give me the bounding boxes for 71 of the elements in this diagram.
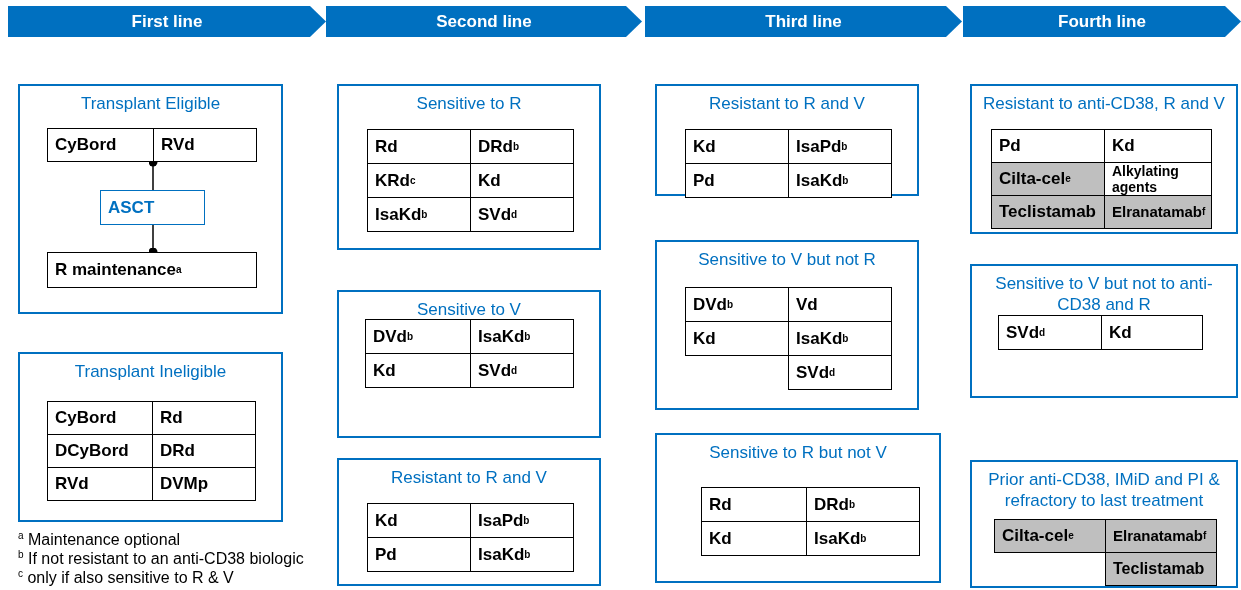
regimen-cell: Cilta-cel$^{e}$: [994, 519, 1106, 553]
regimen-cell: SVd$^{d}$: [788, 355, 892, 390]
panel-title: Sensitive to V: [416, 299, 522, 320]
footnote: $^{a}$ Maintenance optional: [18, 530, 181, 550]
footnote: $^{b}$ If not resistant to an anti-CD38 biologic: [18, 549, 304, 569]
regimen-cell: SVd$^{d}$: [998, 315, 1102, 350]
regimen-cell: SVd$^{d}$: [470, 353, 574, 388]
regimen-cell: SVd$^{d}$: [470, 197, 574, 232]
regimen-cell: Kd: [701, 521, 807, 556]
regimen-cell: IsaKd$^{b}$: [806, 521, 920, 556]
category-panel: [655, 433, 941, 583]
regimen-cell: Rd: [701, 487, 807, 522]
category-panel: [18, 84, 283, 314]
regimen-cell: DRd$^{b}$: [470, 129, 574, 164]
stage-header-banner: Third line: [645, 6, 962, 37]
category-panel: [970, 460, 1238, 588]
stage-header-banner: Fourth line: [963, 6, 1241, 37]
regimen-cell: Kd: [365, 353, 471, 388]
regimen-cell: Kd: [1104, 129, 1212, 163]
regimen-cell: Elranatamab$^{f}$: [1104, 195, 1212, 229]
category-panel: [655, 84, 919, 196]
footnote: $^{c}$ only if also sensitive to R & V: [18, 568, 234, 588]
regimen-cell: IsaKd$^{b}$: [367, 197, 471, 232]
stage-header-banner: First line: [8, 6, 326, 37]
regimen-cell: DVMp: [152, 467, 256, 501]
regimen-cell: Elranatamab$^{f}$: [1105, 519, 1217, 553]
regimen-cell: DVd$^{b}$: [685, 287, 789, 322]
regimen-cell: Pd: [991, 129, 1105, 163]
regimen-cell: R maintenance$^{a}$: [47, 252, 257, 288]
category-panel: [337, 290, 601, 438]
panel-title: Sensitive to V but not to anti-CD38 and R: [994, 273, 1214, 315]
procedure-box: ASCT: [100, 190, 205, 225]
regimen-cell: IsaPd$^{b}$: [788, 129, 892, 164]
category-panel: [337, 458, 601, 586]
regimen-cell: Pd: [367, 537, 471, 572]
regimen-cell: Kd: [685, 321, 789, 356]
regimen-cell: Cilta-cel$^{e}$: [991, 162, 1105, 196]
regimen-cell: Teclistamab: [991, 195, 1105, 229]
regimen-cell: Rd: [367, 129, 471, 164]
panel-title: Resistant to R and V: [390, 467, 548, 488]
regimen-cell: Teclistamab: [1105, 552, 1217, 586]
regimen-cell: IsaKd$^{b}$: [470, 319, 574, 354]
regimen-cell: Kd: [685, 129, 789, 164]
regimen-cell: DVd$^{b}$: [365, 319, 471, 354]
panel-title: Sensitive to V but not R: [697, 249, 877, 270]
panel-title: Sensitive to R: [415, 93, 523, 114]
panel-title: Prior anti-CD38, IMiD and PI & refractory to last treatment: [987, 469, 1221, 511]
regimen-cell: Vd: [788, 287, 892, 322]
regimen-cell: IsaKd$^{b}$: [470, 537, 574, 572]
regimen-cell: Kd: [367, 503, 471, 538]
category-panel: [18, 352, 283, 522]
regimen-cell: IsaKd$^{b}$: [788, 163, 892, 198]
panel-title: Resistant to R and V: [708, 93, 866, 114]
panel-title: Transplant Ineligible: [73, 361, 228, 382]
regimen-cell: RVd: [153, 128, 257, 162]
category-panel: [655, 240, 919, 410]
category-panel: [337, 84, 601, 250]
category-panel: [970, 264, 1238, 398]
regimen-cell: Rd: [152, 401, 256, 435]
regimen-cell: DRd$^{b}$: [806, 487, 920, 522]
regimen-cell: Pd: [685, 163, 789, 198]
panel-title: Resistant to anti-CD38, R and V: [982, 93, 1226, 114]
panel-title: Transplant Eligible: [79, 93, 222, 114]
regimen-cell: IsaPd$^{b}$: [470, 503, 574, 538]
category-panel: [970, 84, 1238, 234]
stage-header-banner: Second line: [326, 6, 642, 37]
regimen-cell: Kd: [1101, 315, 1203, 350]
panel-title: Sensitive to R but not V: [708, 442, 888, 463]
regimen-cell: CyBord: [47, 128, 154, 162]
regimen-cell: CyBord: [47, 401, 153, 435]
regimen-cell: RVd: [47, 467, 153, 501]
